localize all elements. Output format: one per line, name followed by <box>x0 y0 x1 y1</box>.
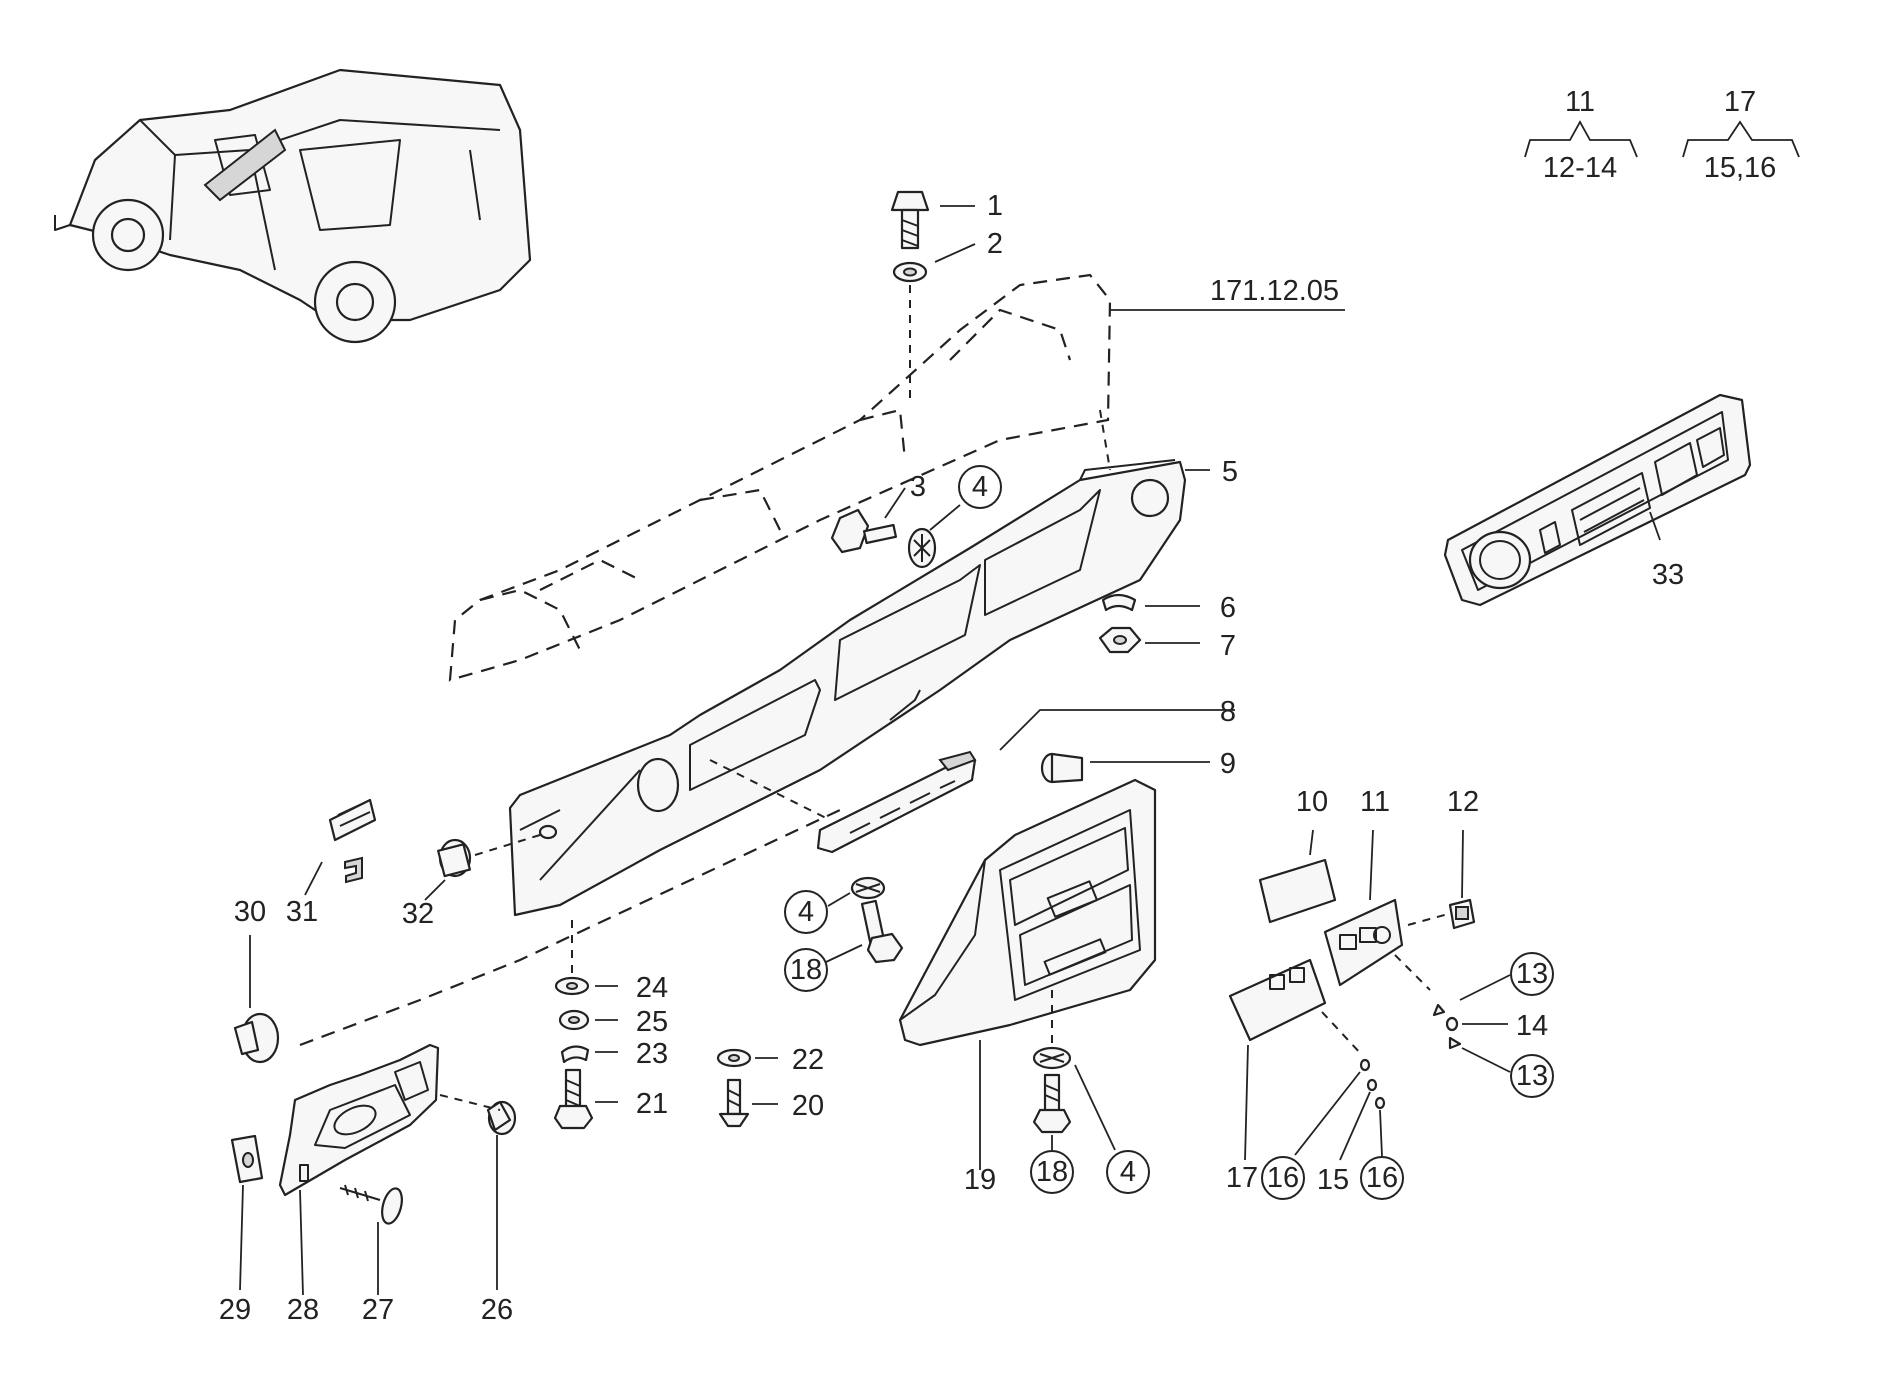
clip-part-32 <box>437 838 472 878</box>
clip-part-29 <box>230 1134 264 1184</box>
plug-part-9 <box>1040 752 1084 784</box>
bolt-part-3 <box>830 508 898 554</box>
clip-part-31 <box>328 798 377 884</box>
leader-15 <box>1339 1091 1371 1161</box>
callout-11: 11 <box>1360 786 1390 818</box>
group-bottom-label: 15,16 <box>1704 152 1777 184</box>
callout-16: 16 <box>1267 1162 1299 1194</box>
callout-6: 6 <box>1220 592 1236 624</box>
bulbs-15-16 <box>1359 1058 1386 1110</box>
leader-13a <box>1459 974 1511 1001</box>
callout-8: 8 <box>1220 696 1236 728</box>
callout-18: 18 <box>790 954 822 986</box>
callout-33: 33 <box>1652 559 1684 591</box>
callout-4: 4 <box>798 896 814 928</box>
lock-washer-part-6 <box>1101 593 1137 612</box>
grommet-part-30 <box>233 1012 280 1064</box>
switch-plate-part-17 <box>1228 958 1327 1042</box>
leader-12 <box>1461 829 1464 899</box>
leader-10 <box>1309 829 1314 856</box>
grommet-part-26 <box>486 1100 517 1136</box>
callout-31: 31 <box>286 896 318 928</box>
callout-9: 9 <box>1220 748 1236 780</box>
bolt-part-21 <box>553 1068 594 1130</box>
callout-18: 18 <box>1036 1156 1068 1188</box>
bolt-part-18b <box>1032 1073 1072 1134</box>
bracket-part-8 <box>816 750 977 854</box>
group-top-label: 17 <box>1724 86 1756 118</box>
console-housing-part-19 <box>898 778 1157 1047</box>
callout-30: 30 <box>234 896 266 928</box>
leader-29 <box>239 1184 244 1291</box>
group-bottom-label: 12-14 <box>1543 152 1617 184</box>
callout-4: 4 <box>972 471 988 503</box>
bolt-part-1 <box>890 190 930 250</box>
leader-4a <box>929 504 961 531</box>
screw-part-27 <box>339 1184 403 1225</box>
leader-4b <box>827 892 851 907</box>
vehicle-locator-illustration <box>54 68 532 344</box>
bolt-part-18a <box>860 899 904 964</box>
callout-2: 2 <box>987 228 1003 260</box>
side-panel-part-28 <box>278 1043 440 1197</box>
callout-21: 21 <box>636 1088 668 1120</box>
callout-25: 25 <box>636 1006 668 1038</box>
leader-32 <box>424 879 446 901</box>
callout-16: 16 <box>1366 1162 1398 1194</box>
callout-13: 13 <box>1516 958 1548 990</box>
leader-11 <box>1369 829 1374 901</box>
callout-28: 28 <box>287 1294 319 1326</box>
leader-28 <box>299 1189 304 1296</box>
callout-20: 20 <box>792 1090 824 1122</box>
callout-12: 12 <box>1447 786 1479 818</box>
callout-27: 27 <box>362 1294 394 1326</box>
callout-24: 24 <box>636 972 668 1004</box>
callout-17: 17 <box>1226 1162 1258 1194</box>
leader-3 <box>884 487 906 519</box>
callout-7: 7 <box>1220 630 1236 662</box>
callout-19: 19 <box>964 1164 996 1196</box>
leader-33 <box>1649 511 1661 541</box>
leader-2 <box>934 243 976 263</box>
callout-23: 23 <box>636 1038 668 1070</box>
group-top-label: 11 <box>1565 86 1595 118</box>
leader-16a <box>1294 1071 1361 1156</box>
leader-4c <box>1074 1064 1116 1151</box>
callout-29: 29 <box>219 1294 251 1326</box>
leader-18a <box>825 944 863 963</box>
group-bracket-17: 17 15,16 <box>1682 86 1800 184</box>
indicator-lights-13-14 <box>1432 1003 1462 1050</box>
callout-1: 1 <box>987 190 1003 222</box>
callout-4: 4 <box>1120 1156 1136 1188</box>
washer-part-4 <box>907 527 937 569</box>
callout-3: 3 <box>910 471 926 503</box>
callout-14: 14 <box>1516 1010 1548 1042</box>
washer-part-4b <box>850 876 886 900</box>
callout-22: 22 <box>792 1044 824 1076</box>
group-bracket-11: 11 12-14 <box>1524 86 1638 184</box>
leader-17 <box>1244 1044 1249 1161</box>
switch-plate-part-11 <box>1323 898 1404 987</box>
callout-15: 15 <box>1317 1164 1349 1196</box>
leader-8 <box>999 709 1235 751</box>
reference-number: 171.12.05 <box>1210 275 1339 307</box>
screw-part-20 <box>718 1078 750 1128</box>
cover-part-10 <box>1258 858 1337 924</box>
switch-part-12 <box>1448 898 1476 930</box>
callout-10: 10 <box>1296 786 1328 818</box>
dashboard-assembly-part-33 <box>1443 393 1752 607</box>
dashboard-panel-part-5 <box>508 459 1187 917</box>
callout-26: 26 <box>481 1294 513 1326</box>
leader-31 <box>304 861 323 896</box>
leader-16b <box>1379 1109 1383 1157</box>
leader-13b <box>1461 1047 1511 1073</box>
callout-5: 5 <box>1222 456 1238 488</box>
callout-32: 32 <box>402 898 434 930</box>
callout-13: 13 <box>1516 1060 1548 1092</box>
lock-washer-part-23 <box>560 1045 590 1064</box>
